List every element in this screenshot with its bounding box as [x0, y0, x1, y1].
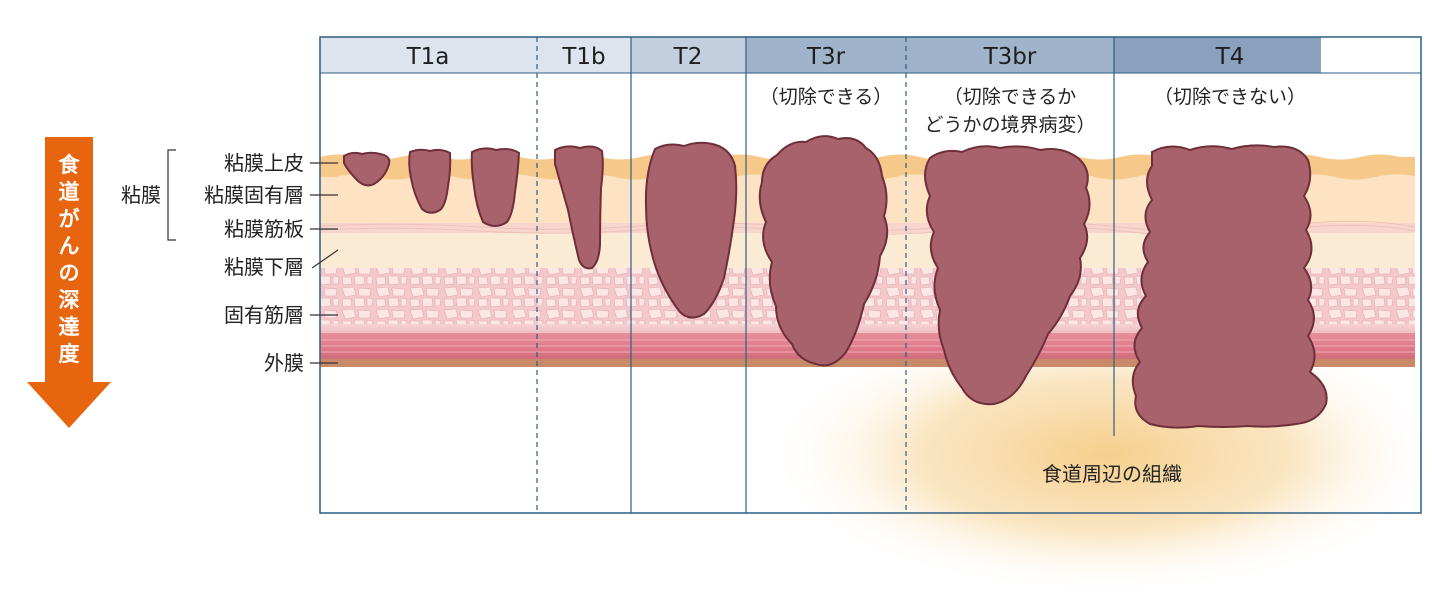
stage-label-t1a: T1a [406, 44, 450, 70]
header-cell-t3br [906, 37, 1114, 73]
header-cell-t4 [1114, 37, 1321, 73]
tumor-t3br [924, 145, 1091, 406]
layer-label-epithelium: 粘膜上皮 [224, 151, 304, 175]
stage-label-t3r: T3r [806, 44, 846, 70]
tumors [343, 135, 1328, 429]
layer-label-adventitia: 外膜 [264, 351, 304, 375]
diagram-frame [319, 36, 1422, 514]
stage-label-t3br: T3br [983, 44, 1037, 70]
surrounding-tissue-label: 食道周辺の組織 [1042, 462, 1182, 486]
tumor-t1a-2 [408, 148, 452, 214]
layer-leader-lines [310, 162, 339, 364]
stage-label-t4: T4 [1215, 44, 1245, 70]
stage-label-t1b: T1b [561, 44, 605, 70]
mucosa-group-label: 粘膜 [121, 183, 161, 207]
stage-grid [319, 36, 1422, 514]
tumor-t3r [758, 135, 889, 367]
adventitia-band [320, 359, 1415, 367]
tumor-t2 [644, 141, 738, 319]
layer-label-muscularis-propria: 固有筋層 [224, 303, 304, 327]
stage-headers [320, 37, 1321, 73]
tumor-t1a-1 [343, 151, 391, 187]
stage-note-t3br-line1: （切除できるか [944, 86, 1077, 108]
stage-label-t2: T2 [673, 44, 703, 70]
layer-label-lamina-propria: 粘膜固有層 [204, 183, 304, 207]
depth-arrow-label: 食道がんの深達度 [59, 153, 81, 366]
stage-note-t3br-line2: どうかの境界病変） [924, 114, 1095, 136]
stage-note-t3r: （切除できる） [760, 86, 893, 108]
depth-arrow: 食道がんの深達度 [27, 137, 111, 428]
header-cell-t1a [320, 37, 537, 73]
tumor-t1a-3 [470, 147, 521, 227]
tumor-t4 [1131, 144, 1328, 429]
header-cell-t3r [746, 37, 906, 73]
layer-label-muscularis-mucosae: 粘膜筋板 [224, 217, 304, 241]
stage-note-t4: （切除できない） [1154, 86, 1306, 108]
header-cell-t1b [537, 37, 631, 73]
layer-label-submucosa: 粘膜下層 [224, 255, 304, 279]
mucosa-bracket [167, 149, 176, 241]
header-cell-t2 [631, 37, 746, 73]
tumor-t1b [554, 145, 604, 270]
